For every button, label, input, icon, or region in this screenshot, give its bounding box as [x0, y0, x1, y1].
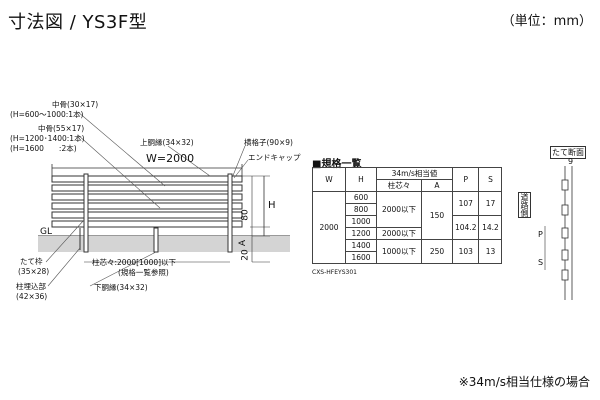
- spec-cell-a: 250: [421, 239, 453, 264]
- spec-cell-h: 600: [345, 191, 377, 204]
- spec-cell-s: 14.2: [478, 215, 503, 240]
- spec-cell-s: 17: [478, 191, 503, 216]
- label-lower-rail: 下胴縁(34×32): [94, 283, 148, 292]
- page-title: 寸法図 / YS3F型: [8, 12, 148, 33]
- spec-cell-a: 150: [421, 191, 453, 240]
- label-post-size: (35×28): [18, 267, 50, 276]
- label-nakabone-2-h1: (H=1200･1400:1本): [10, 134, 85, 143]
- spec-header-p: P: [451, 167, 480, 192]
- label-dim-s: S: [538, 258, 544, 267]
- label-nakabone-2: 中骨(55×17): [38, 124, 85, 133]
- spec-cell-p: 103: [451, 239, 480, 264]
- fence-posts: [83, 173, 233, 253]
- label-road-side: 道路側: [518, 192, 531, 218]
- spec-header-a: A: [421, 179, 453, 192]
- label-upper-rail: 上胴縁(34×32): [140, 138, 194, 147]
- spec-cell-p: 104.2: [451, 215, 480, 240]
- unit-label: （単位：mm）: [501, 14, 592, 29]
- label-dim-20: 20: [240, 249, 251, 261]
- spec-cell-pitch: 1000以下: [376, 239, 422, 264]
- spec-cell-s: 13: [478, 239, 503, 264]
- spec-header-h: H: [345, 167, 377, 192]
- label-nakabone-2-h2: (H=1600 :2本): [10, 144, 77, 153]
- label-nakabone-1-h: (H=600〜1000:1本): [10, 110, 84, 119]
- spec-header-w: W: [312, 167, 346, 192]
- label-dim-p: P: [538, 230, 543, 239]
- spec-table: W H 34m/s相当値 P S 柱芯々 A 2000 600 2000以下 1…: [312, 167, 503, 264]
- spec-cell-h: 1200: [345, 227, 377, 240]
- spec-section: ■規格一覧: [312, 152, 361, 171]
- leader-lines: [45, 111, 249, 287]
- label-height: H: [268, 200, 276, 211]
- ground-area: [38, 236, 290, 252]
- label-end-cap: エンドキャップ: [248, 153, 301, 162]
- label-dim-80: 80: [240, 209, 251, 221]
- spec-header-group: 34m/s相当値: [376, 167, 453, 180]
- spec-cell-pitch: 2000以下: [376, 227, 422, 240]
- label-slat: 横格子(90×9): [244, 138, 293, 147]
- spec-cell-pitch: 2000以下: [376, 191, 422, 228]
- label-pitch: 柱芯々:2000[1000]以下: [92, 258, 177, 267]
- label-width: W=2000: [146, 152, 195, 165]
- spec-cell-h: 1400: [345, 239, 377, 252]
- label-dim-a: A: [238, 239, 249, 247]
- label-post: たて枠: [20, 257, 43, 266]
- spec-cell-h: 1000: [345, 215, 377, 228]
- fence-slats: [51, 175, 243, 228]
- spec-header-s: S: [478, 167, 503, 192]
- spec-header-pitch: 柱芯々: [376, 179, 422, 192]
- label-nakabone-1: 中骨(30×17): [52, 100, 99, 109]
- label-section-title: たて断面: [550, 146, 586, 159]
- spec-cell-w: 2000: [312, 191, 346, 264]
- label-section-9: 9: [568, 157, 574, 166]
- spec-code: CXS-HFEYS301: [312, 269, 357, 276]
- footnote: ※34m/s相当仕様の場合: [458, 375, 590, 389]
- spec-heading: ■規格一覧: [312, 159, 362, 170]
- cross-section: [561, 166, 573, 300]
- spec-cell-h: 800: [345, 203, 377, 216]
- spec-cell-p: 107: [451, 191, 480, 216]
- label-pitch-note: (規格一覧参照): [118, 268, 169, 277]
- label-pillar-size: (42×36): [16, 292, 48, 301]
- spec-cell-h: 1600: [345, 251, 377, 264]
- label-pillar: 柱埋込部: [16, 282, 46, 291]
- label-gl: GL: [40, 227, 52, 237]
